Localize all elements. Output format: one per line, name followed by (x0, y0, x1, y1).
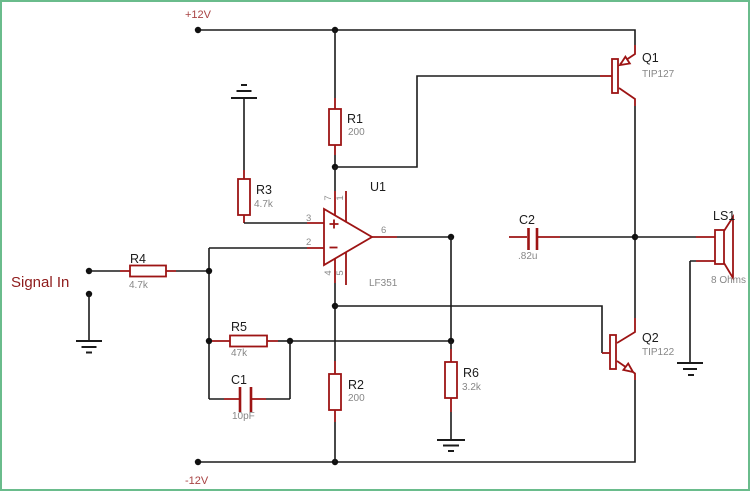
c1-ref: C1 (231, 373, 247, 387)
r2-value: 200 (348, 393, 365, 404)
q1-emitter-arrow (618, 55, 632, 67)
r1-value: 200 (348, 127, 365, 138)
positive-rail-label: +12V (185, 9, 212, 21)
ground-symbol-ls1 (677, 362, 703, 376)
c2-value: .82u (518, 251, 537, 262)
r4-ref: R4 (130, 252, 146, 266)
u1-pin2-label: 2 (306, 237, 311, 248)
c1-value: 10pF (232, 411, 255, 422)
u1-part: LF351 (369, 278, 398, 289)
feedback-wire (286, 237, 455, 345)
speaker-ls1: LS1 8 Ohms (635, 209, 746, 376)
q1-base-wire (335, 75, 600, 168)
resistor-r5: R5 47k (212, 320, 290, 359)
r4-value: 4.7k (129, 280, 149, 291)
ground-symbol-r3 (231, 84, 257, 99)
negative-rail: -12V (185, 380, 636, 487)
capacitor-c1: C1 10pF (209, 341, 291, 422)
ls1-value: 8 Ohms (711, 275, 746, 286)
transistor-q1: Q1 TIP127 (600, 45, 675, 237)
q2-ref: Q2 (642, 331, 659, 345)
signal-input: Signal In (11, 267, 102, 354)
resistor-r1: R1 200 (328, 30, 365, 171)
inverting-node-wire (205, 248, 213, 399)
transistor-q2: Q2 TIP122 (602, 237, 675, 380)
q2-part: TIP122 (642, 347, 675, 358)
q1-ref: Q1 (642, 51, 659, 65)
u1-pin6-label: 6 (381, 225, 386, 236)
u1-pin7-label: 7 (323, 195, 334, 200)
q2-base-wire (335, 305, 603, 353)
positive-rail: +12V (185, 9, 636, 45)
resistor-r6: R6 3.2k (437, 341, 482, 452)
r3-ref: R3 (256, 183, 272, 197)
q2-emitter-arrow (621, 361, 635, 374)
u1-pin4-label: 4 (323, 270, 334, 275)
c2-ref: C2 (519, 213, 535, 227)
resistor-r3: R3 4.7k (231, 84, 307, 224)
negative-rail-label: -12V (185, 475, 209, 487)
resistor-r4: R4 4.7k (89, 252, 209, 291)
u1-pin5-label: 5 (335, 270, 346, 275)
ground-symbol-input (76, 340, 102, 354)
r5-ref: R5 (231, 320, 247, 334)
u1-pin1-label: 1 (335, 195, 346, 200)
q1-part: TIP127 (642, 69, 675, 80)
signal-in-label: Signal In (11, 274, 69, 291)
u1-pin3-label: 3 (306, 213, 311, 224)
r5-value: 47k (231, 348, 248, 359)
capacitor-c2: C2 .82u (447, 213, 639, 262)
opamp-u1: U1 LF351 3 2 6 7 1 4 5 (209, 167, 451, 310)
ls1-ref: LS1 (713, 209, 735, 223)
r1-ref: R1 (347, 112, 363, 126)
r6-ref: R6 (463, 366, 479, 380)
r6-value: 3.2k (462, 382, 482, 393)
u1-ref: U1 (370, 180, 386, 194)
r3-value: 4.7k (254, 199, 274, 210)
r2-ref: R2 (348, 378, 364, 392)
resistor-r2: R2 200 (328, 306, 365, 462)
ground-symbol-r6 (437, 439, 465, 452)
